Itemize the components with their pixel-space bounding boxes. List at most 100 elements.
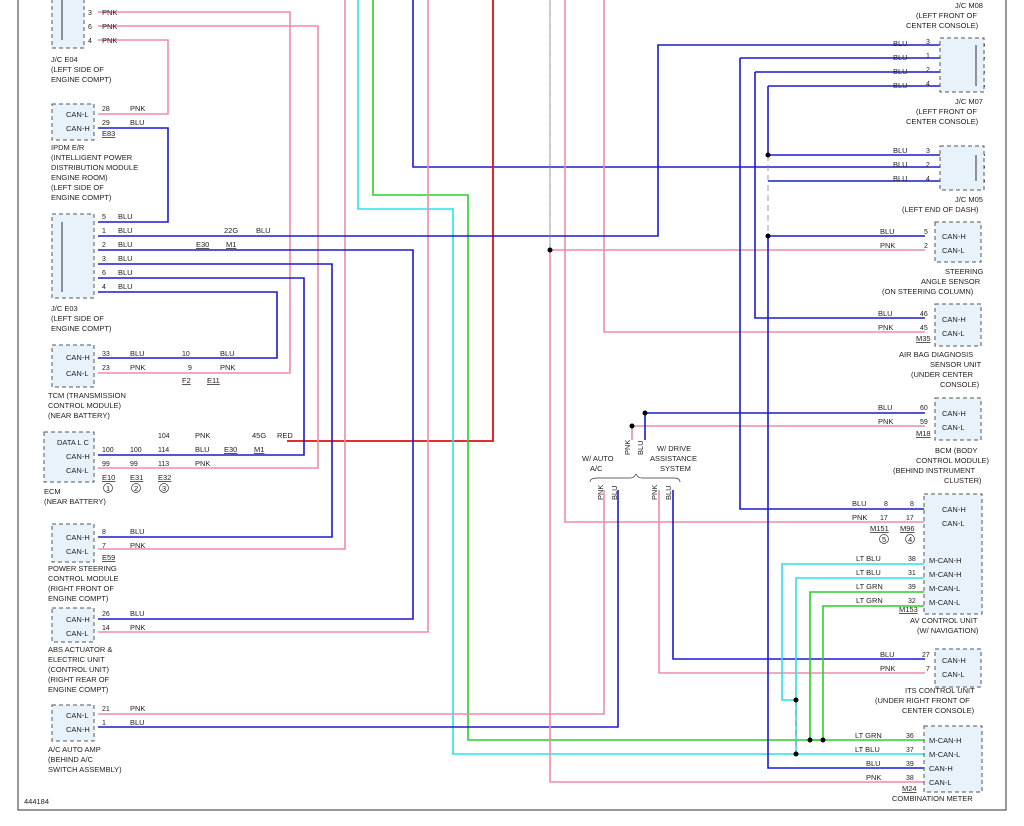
diagram-frame bbox=[17, 0, 1007, 811]
diagram-label: E30 bbox=[196, 240, 209, 249]
junction-dots bbox=[547, 152, 826, 757]
diagram-label: 7 bbox=[102, 543, 106, 550]
diagram-label: CLUSTER) bbox=[944, 476, 982, 485]
diagram-label: BLU bbox=[610, 485, 619, 500]
diagram-label: BLU bbox=[118, 212, 133, 221]
diagram-label: (ON STEERING COLUMN) bbox=[882, 287, 974, 296]
diagram-label: 33 bbox=[102, 351, 110, 358]
diagram-label: J/C E03 bbox=[51, 304, 78, 313]
diagram-label: 2 bbox=[134, 484, 138, 493]
diagram-label: BLU bbox=[880, 650, 895, 659]
jc-m05: BLU BLU BLU 3 2 4 J/C M05 (LEFT END OF D… bbox=[893, 145, 985, 214]
diagram-label: BLU bbox=[118, 240, 133, 249]
diagram-label: 7 bbox=[926, 666, 930, 673]
diagram-label: CAN-L bbox=[929, 778, 952, 787]
diagram-label: CAN-H bbox=[66, 452, 90, 461]
diagram-label: 8 bbox=[102, 529, 106, 536]
diagram-label: M-CAN-L bbox=[929, 750, 960, 759]
diagram-label: BLU bbox=[893, 67, 908, 76]
diagram-label: 1 bbox=[102, 720, 106, 727]
diagram-label: CAN-L bbox=[66, 629, 89, 638]
tcm: CAN-H CAN-L 33 23 BLU PNK 10 9 BLU PNK F… bbox=[48, 344, 235, 420]
diagram-label: BLU bbox=[195, 445, 210, 454]
diagram-label: J/C E04 bbox=[51, 55, 78, 64]
diagram-label: ASSISTANCE bbox=[650, 454, 697, 463]
diagram-label: LT BLU bbox=[855, 745, 880, 754]
ac-auto-amp: CAN-L CAN-H 21 1 PNK BLU A/C AUTO AMP (B… bbox=[48, 704, 145, 774]
diagram-label: 2 bbox=[926, 162, 930, 169]
jc-m08: J/C M08 (LEFT FRONT OF CENTER CONSOLE) bbox=[906, 1, 983, 30]
diagram-label: CONTROL MODULE) bbox=[916, 456, 990, 465]
diagram-label: M24 bbox=[902, 784, 917, 793]
diagram-label: PNK bbox=[130, 704, 145, 713]
diagram-label: E59 bbox=[102, 553, 115, 562]
diagram-label: W/ AUTO bbox=[582, 454, 614, 463]
diagram-label: 3 bbox=[926, 148, 930, 155]
diagram-label: CAN-H bbox=[942, 315, 966, 324]
diagram-label: CAN-L bbox=[66, 369, 89, 378]
diagram-label: E32 bbox=[158, 473, 171, 482]
diagram-label: TCM (TRANSMISSION bbox=[48, 391, 126, 400]
diagram-label: BLU bbox=[130, 118, 145, 127]
diagram-label: 2 bbox=[924, 243, 928, 250]
diagram-label: (NEAR BATTERY) bbox=[44, 497, 106, 506]
diagram-label: 38 bbox=[908, 556, 916, 563]
diagram-label: (UNDER CENTER bbox=[911, 370, 974, 379]
diagram-label: PNK bbox=[102, 22, 117, 31]
diagram-label: 4 bbox=[88, 38, 92, 45]
diagram-label: BCM (BODY bbox=[935, 446, 978, 455]
diagram-label: ABS ACTUATOR & bbox=[48, 645, 112, 654]
diagram-label: CAN-L bbox=[66, 711, 89, 720]
diagram-label: ECM bbox=[44, 487, 61, 496]
diagram-label: (LEFT SIDE OF bbox=[51, 65, 104, 74]
diagram-label: BLU bbox=[118, 268, 133, 277]
diagram-label: 99 bbox=[130, 461, 138, 468]
diagram-label: 104 bbox=[158, 433, 170, 440]
diagram-label: CAN-L bbox=[942, 246, 965, 255]
diagram-label: AIR BAG DIAGNOSIS bbox=[899, 350, 973, 359]
diagram-label: LT BLU bbox=[856, 568, 881, 577]
diagram-label: 10 bbox=[182, 351, 190, 358]
diagram-label: PNK bbox=[878, 417, 893, 426]
diagram-label: W/ DRIVE bbox=[657, 444, 691, 453]
diagram-label: CAN-L bbox=[942, 670, 965, 679]
av-control-unit: CAN-H CAN-L M-CAN-H M-CAN-H M-CAN-L M-CA… bbox=[852, 493, 983, 635]
diagram-label: 1 bbox=[106, 484, 110, 493]
diagram-label: 39 bbox=[908, 584, 916, 591]
steering-angle-sensor: CAN-H CAN-L BLU PNK 5 2 STEERING ANGLE S… bbox=[880, 221, 984, 296]
diagram-label: SWITCH ASSEMBLY) bbox=[48, 765, 122, 774]
diagram-label: LT GRN bbox=[855, 731, 882, 740]
diagram-label: COMBINATION METER bbox=[892, 794, 973, 803]
diagram-label: LT GRN bbox=[856, 596, 883, 605]
diagram-label: PNK bbox=[130, 623, 145, 632]
diagram-label: PNK bbox=[130, 363, 145, 372]
diagram-label: 39 bbox=[906, 761, 914, 768]
diagram-label: J/C M07 bbox=[955, 97, 983, 106]
diagram-label: 38 bbox=[906, 775, 914, 782]
diagram-label: (LEFT SIDE OF bbox=[51, 183, 104, 192]
diagram-label: (RIGHT FRONT OF bbox=[48, 584, 114, 593]
diagram-label: 100 bbox=[102, 447, 114, 454]
diagram-label: BLU bbox=[220, 349, 235, 358]
diagram-label: 26 bbox=[102, 611, 110, 618]
diagram-label: ENGINE COMPT) bbox=[48, 685, 109, 694]
diagram-label: 36 bbox=[906, 733, 914, 740]
diagram-label: PNK bbox=[130, 104, 145, 113]
diagram-label: M-CAN-L bbox=[929, 598, 960, 607]
diagram-label: POWER STEERING bbox=[48, 564, 117, 573]
diagram-label: CAN-H bbox=[942, 505, 966, 514]
diagram-label: M18 bbox=[916, 429, 931, 438]
diagram-label: CONTROL MODULE) bbox=[48, 401, 122, 410]
diagram-label: M-CAN-L bbox=[929, 584, 960, 593]
diagram-label: (UNDER RIGHT FRONT OF bbox=[875, 696, 970, 705]
diagram-label: M153 bbox=[899, 605, 918, 614]
diagram-label: BLU bbox=[893, 81, 908, 90]
diagram-label: ELECTRIC UNIT bbox=[48, 655, 105, 664]
diagram-label: 3 bbox=[88, 10, 92, 17]
diagram-label: 1 bbox=[102, 228, 106, 235]
diagram-label: BLU bbox=[893, 174, 908, 183]
diagram-label: 4 bbox=[908, 535, 912, 544]
diagram-label: CAN-H bbox=[942, 656, 966, 665]
diagram-label: PNK bbox=[852, 513, 867, 522]
diagram-label: BLU bbox=[893, 53, 908, 62]
